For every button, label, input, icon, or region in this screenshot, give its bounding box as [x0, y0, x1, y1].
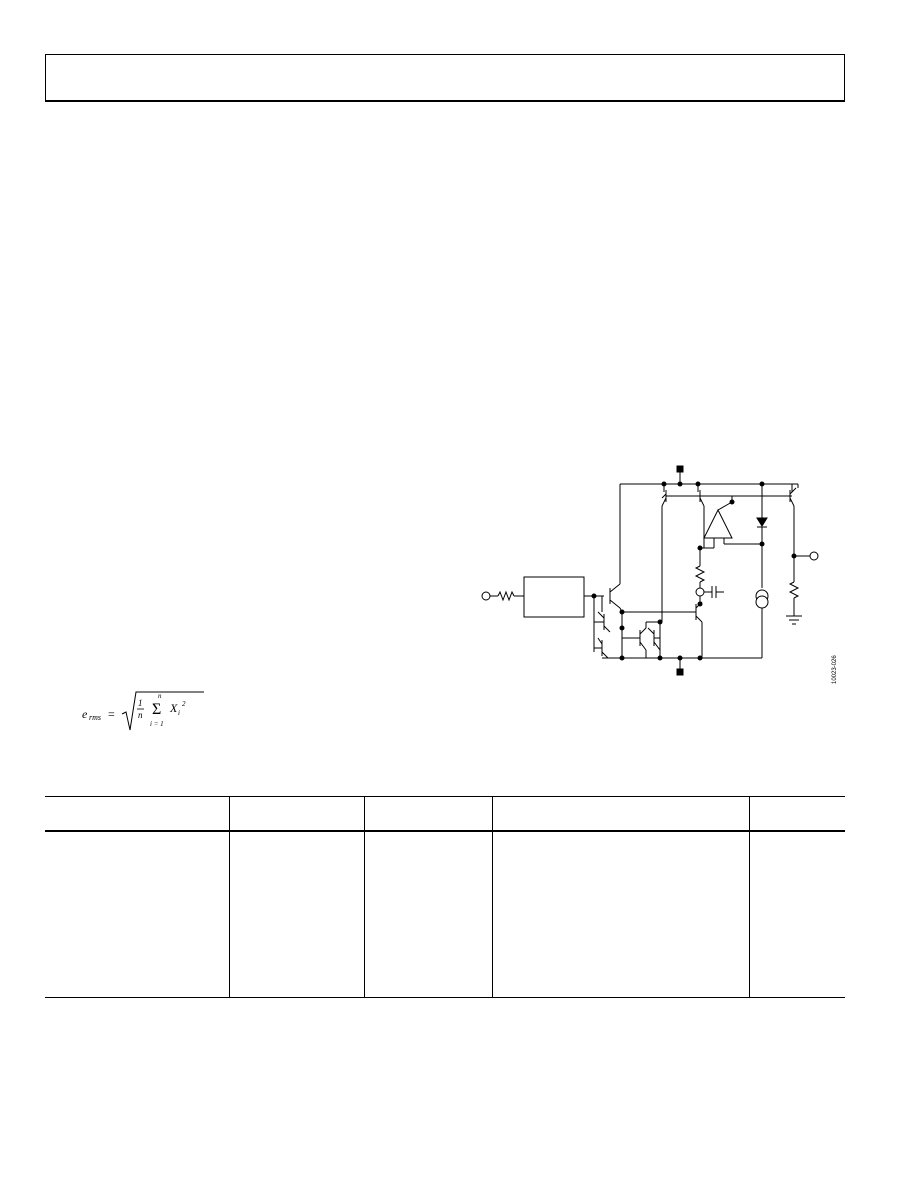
vcc-terminal-icon [676, 465, 684, 473]
eq-sum-upper: n [158, 692, 162, 700]
eq-lhs: e [82, 707, 88, 721]
eq-term-sup: 2 [182, 700, 186, 708]
vee-terminal-icon [676, 668, 684, 676]
input-terminal-icon [481, 591, 491, 601]
figure-id-code: 10023-026 [832, 655, 838, 684]
output-terminal-icon [809, 551, 819, 561]
eq-equals: = [108, 707, 115, 721]
eq-lhs-sub: rms [89, 713, 101, 722]
resistor-icon [694, 565, 706, 583]
diode-icon [756, 517, 768, 527]
rms-equation: e rms = 1 n n Σ i = 1 X i 2 [78, 686, 218, 736]
sqrt-sign-icon [121, 691, 204, 731]
load-resistor-icon [788, 581, 800, 599]
eq-term-sub: i [178, 709, 180, 717]
page-header-box [45, 54, 845, 102]
opamp-icon [703, 508, 733, 539]
eq-sum-lower: i = 1 [150, 720, 164, 728]
spec-table [45, 796, 845, 998]
eq-term: X [169, 701, 178, 715]
eq-sum-icon: Σ [152, 701, 161, 718]
block-box [523, 576, 585, 618]
circuit-schematic: 10023-026 [470, 462, 840, 692]
input-resistor-icon [497, 590, 515, 602]
eq-frac-num: 1 [138, 698, 143, 708]
eq-frac-den: n [138, 710, 143, 720]
